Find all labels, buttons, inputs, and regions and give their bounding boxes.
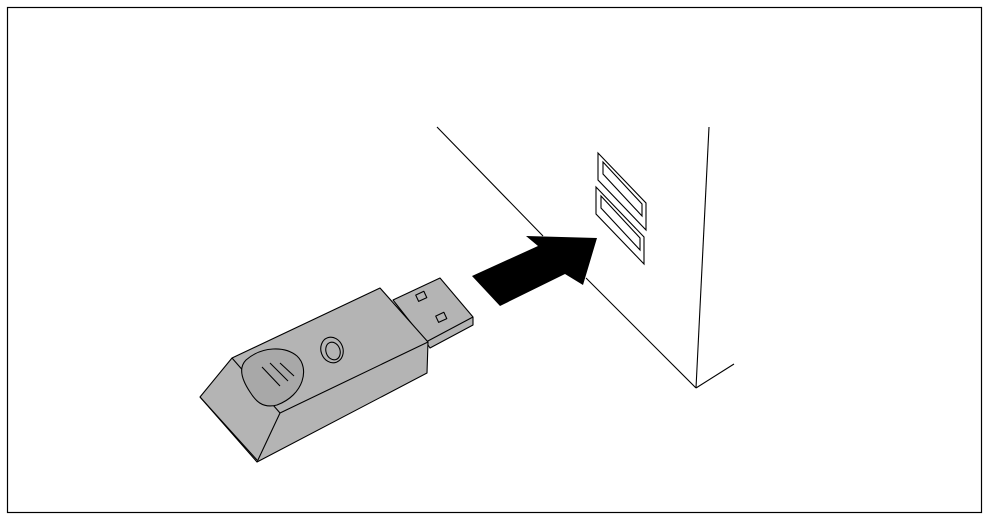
connector-hole-1	[415, 290, 428, 302]
led-icon	[325, 341, 341, 361]
frame-border	[6, 6, 983, 514]
connector-hole-2	[435, 311, 448, 323]
usb-ports	[595, 151, 647, 266]
case-edge-bottom	[695, 363, 735, 389]
stick-body	[199, 287, 429, 463]
usb-port-upper-slot	[602, 160, 643, 218]
cap-edge	[256, 412, 281, 463]
grip-line	[269, 362, 289, 382]
computer-case	[436, 126, 735, 389]
connector-edge	[425, 316, 474, 343]
grip-line	[279, 362, 295, 377]
case-edge-upper	[436, 126, 544, 237]
grip-line	[261, 366, 281, 387]
case-edge-vertical	[695, 126, 710, 389]
usb-stick	[199, 277, 474, 463]
usb-port-lower-slot	[600, 194, 641, 252]
case-edge-lower	[585, 277, 697, 389]
cap-bevel	[199, 396, 258, 461]
insert-arrow-icon	[472, 236, 597, 306]
